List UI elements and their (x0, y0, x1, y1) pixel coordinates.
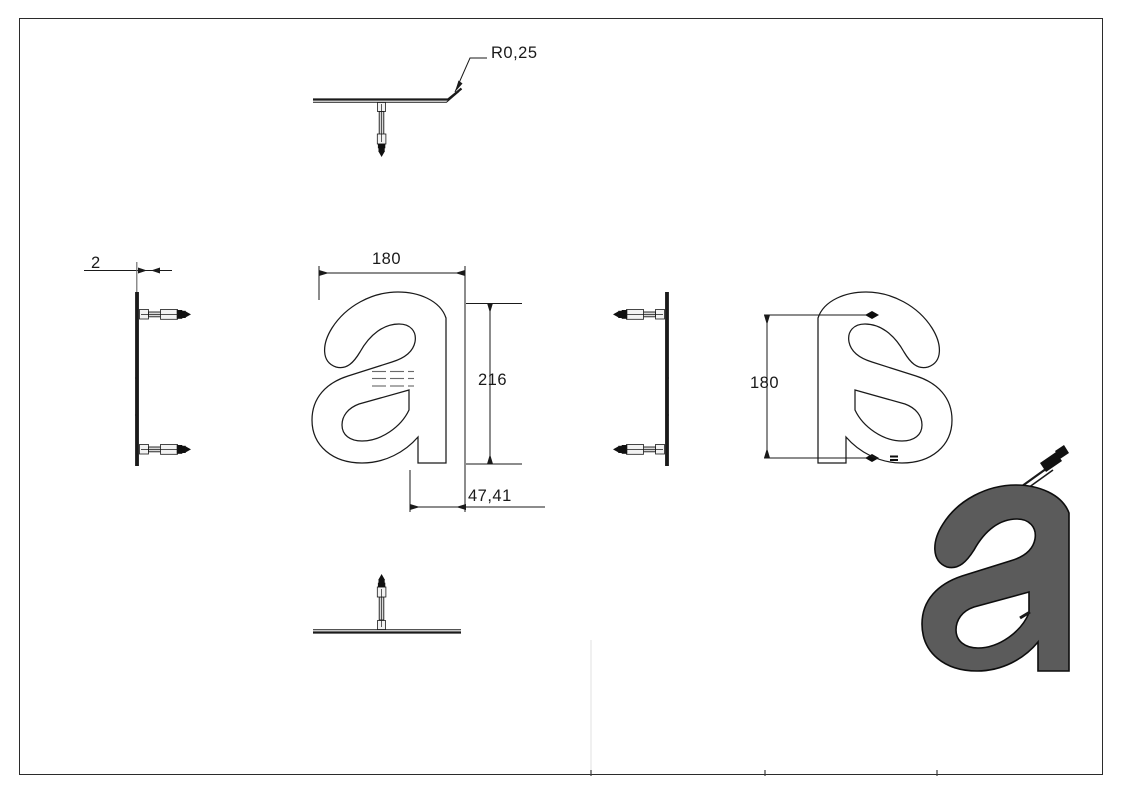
front-view-section-marks (372, 370, 414, 387)
right-view-stud-top (613, 309, 665, 320)
top-view-group (313, 57, 487, 157)
dimension-label-plate-thickness: 2 (91, 254, 101, 272)
isometric-view-group (921, 445, 1070, 672)
left-view-stud-top (139, 309, 191, 320)
front-view-group (311, 266, 545, 512)
right-view-stud-bottom (613, 444, 665, 455)
left-view-stud-bottom (139, 444, 191, 455)
rear-view-group (764, 291, 953, 464)
bottom-view-group (313, 574, 461, 634)
left-side-view-group (84, 262, 191, 466)
sheet-border (19, 18, 1103, 775)
right-side-view-group (613, 292, 669, 466)
dimension-label-corner-radius: R0,25 (491, 44, 538, 62)
sheet-ticks (590, 640, 938, 776)
dimension-label-height-front: 216 (478, 371, 508, 389)
dimension-label-stem-offset: 47,41 (468, 487, 512, 505)
bottom-view-stud (376, 574, 387, 630)
dimension-label-width-front: 180 (372, 250, 402, 268)
dimension-label-stud-spacing-rear: 180 (750, 374, 780, 392)
top-view-stud (376, 102, 387, 157)
